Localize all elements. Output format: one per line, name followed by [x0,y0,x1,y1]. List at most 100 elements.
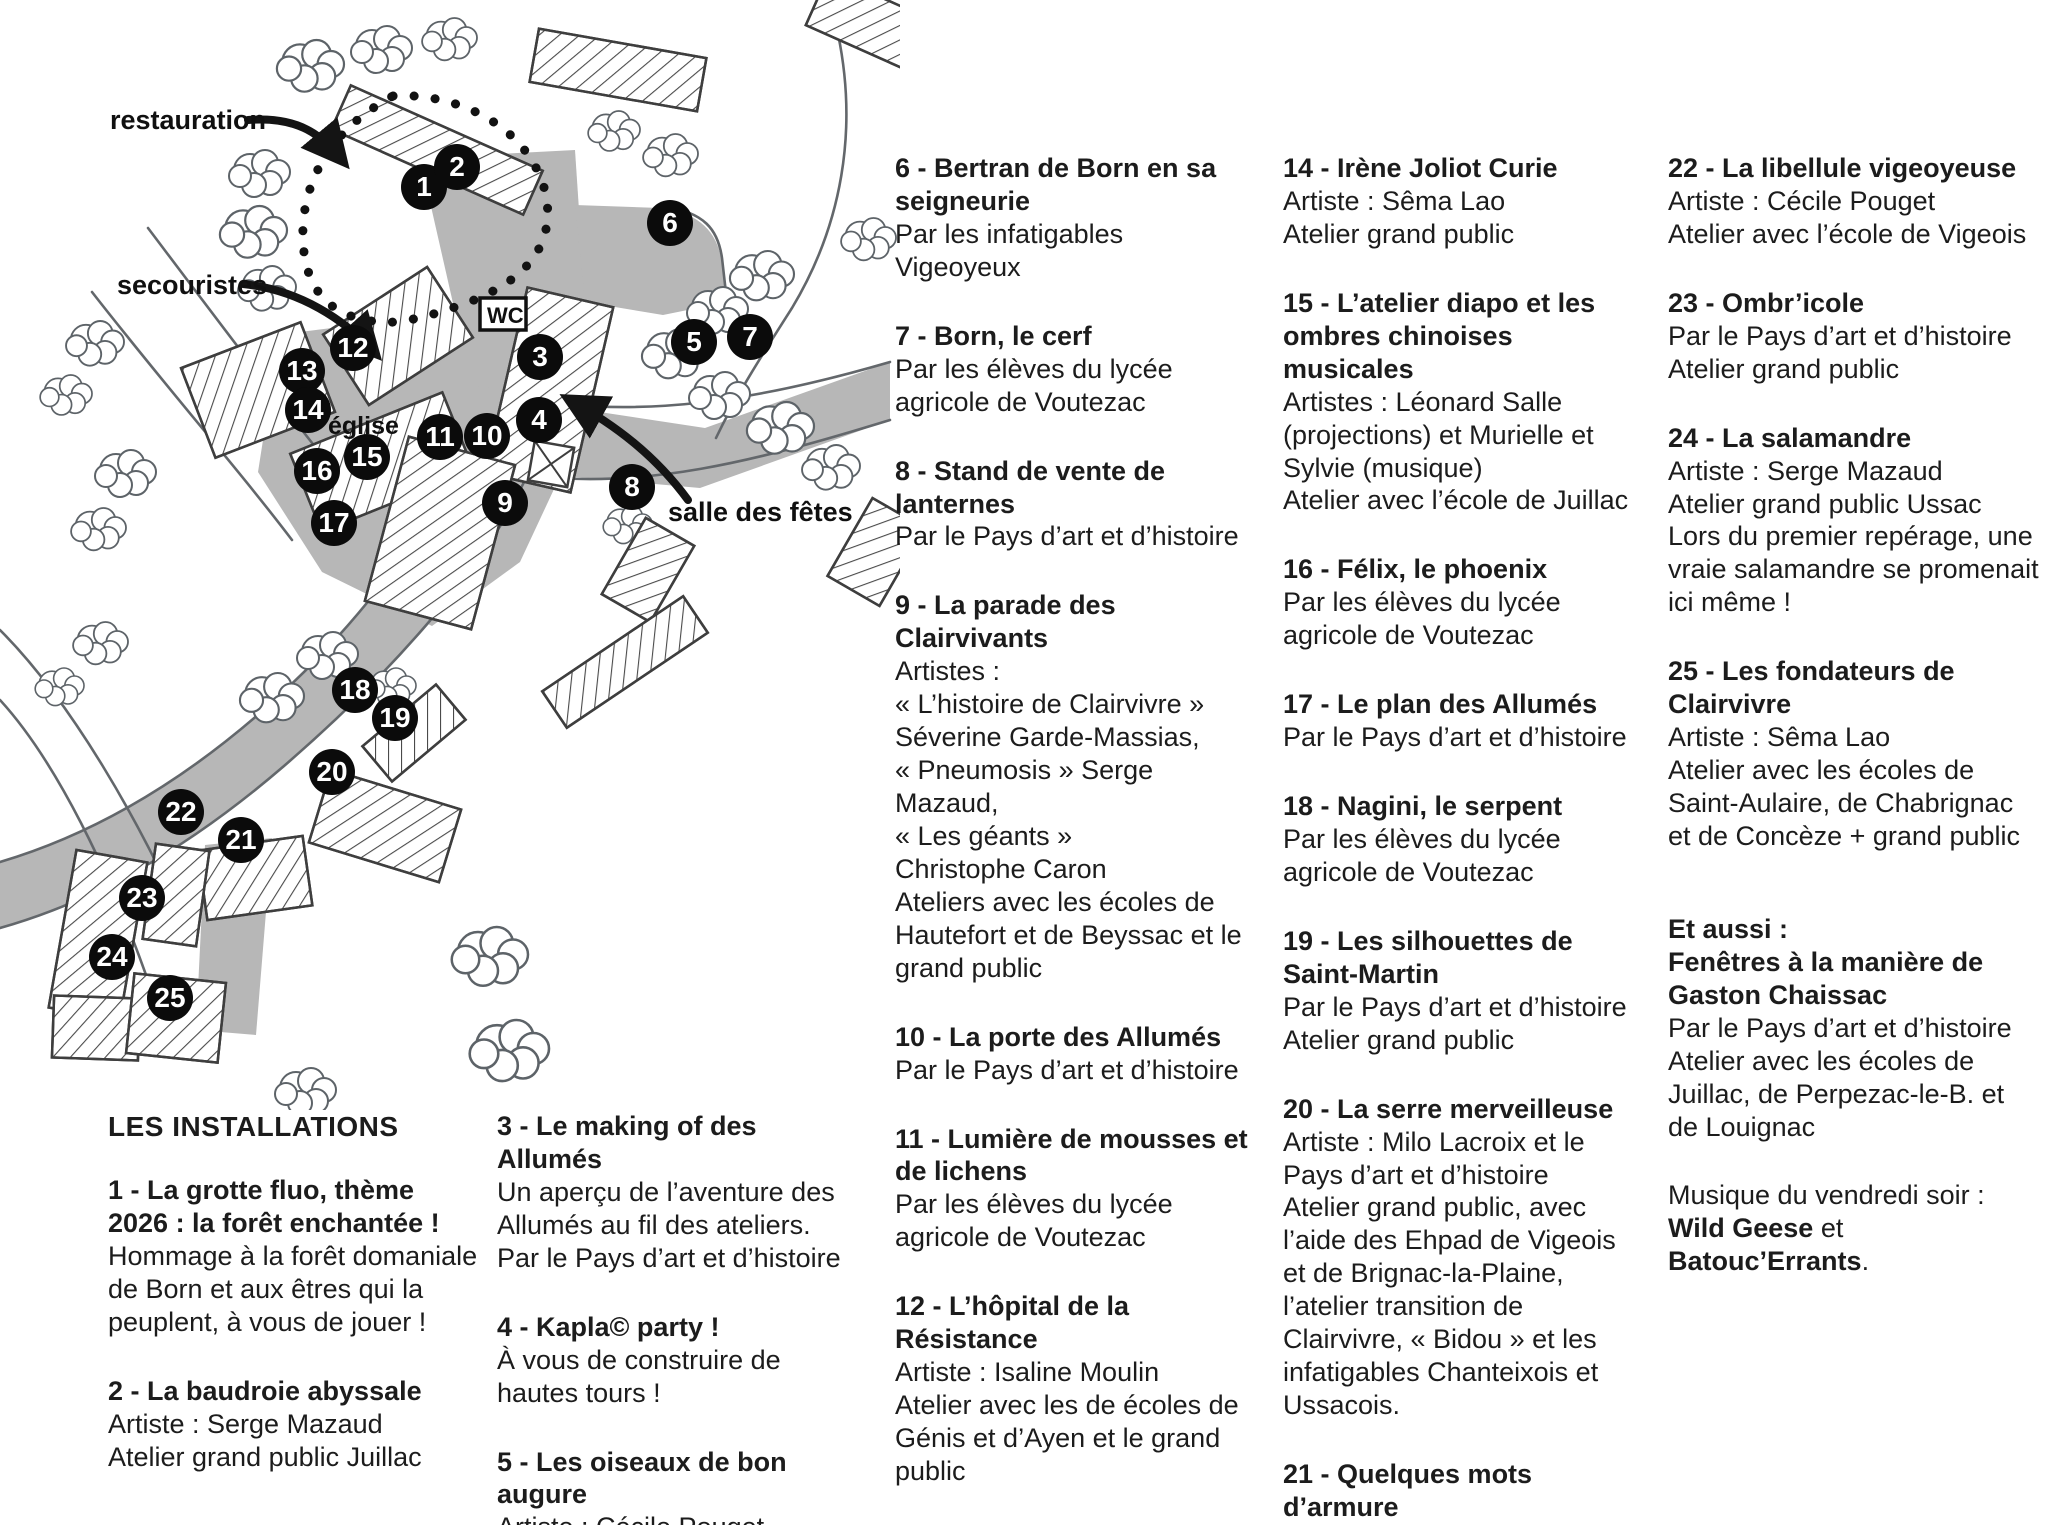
legend-item-line: « Pneumosis » Serge Mazaud, [895,755,1154,818]
kiosk-diamond [526,439,576,489]
wc-label: WC [487,303,524,328]
legend-item-title: 10 - La porte des Allumés [895,1021,1222,1052]
map-marker-2: 2 [434,144,480,190]
legend-item-title: 25 - Les fondateurs de Clairvivre [1668,656,1955,720]
map-marker-8: 8 [609,464,655,510]
legend-item-line: Hommage à la forêt domaniale de Born et … [108,1241,478,1337]
legend-item-title: 7 - Born, le cerf [895,320,1092,351]
legend-item-line: Par les élèves du lycée agricole de Vout… [1283,824,1561,887]
legend-item-title: Fenêtres à la manière de Gaston Chaissac [1668,946,1984,1010]
dotted-trail [298,91,553,327]
legend-item-title: 5 - Les oiseaux de bon augure [497,1446,787,1510]
legend-item-line: Atelier avec l’école de Vigeois [1668,218,2027,249]
legend-item-title: 19 - Les silhouettes de Saint-Martin [1283,925,1573,989]
legend-item-line: Artistes : [895,656,1001,687]
legend-item-title: 16 - Félix, le phoenix [1283,554,1548,585]
legend-item-title: 4 - Kapla© party ! [497,1311,720,1342]
map-marker-23: 23 [119,875,165,921]
map-marker-20: 20 [309,749,355,795]
legend-item-title: 9 - La parade des Clairvivants [895,590,1116,654]
legend-item-title: 14 - Irène Joliot Curie [1283,153,1558,183]
legend-item-line: Lors du premier repérage, une vraie sala… [1668,521,2039,618]
legend-item-line: Batouc’Errants. [1668,1246,1870,1277]
legend-item-title: 21 - Quelques mots d’armure [1283,1459,1533,1522]
legend-item-line: Par le Pays d’art et d’histoire [1668,320,2012,351]
legend-item-title: 12 - L’hôpital de la Résistance [895,1291,1130,1355]
legend-item-line: Artiste : Serge Mazaud [1668,455,1943,486]
map-marker-25: 25 [147,975,193,1021]
legend-item-line: Atelier avec l’école de Juillac [1283,485,1629,516]
legend-item-title: 20 - La serre merveilleuse [1283,1093,1614,1124]
legend-item-title: 24 - La salamandre [1668,422,1912,453]
legend-item-line: Artiste : Sêma Lao [1668,722,1891,753]
legend-item-line: Par le Pays d’art et d’histoire [895,521,1239,552]
legend-item-line: Atelier grand public [1283,218,1515,249]
legend-item: Et aussi :Fenêtres à la manière de Gasto… [1668,913,2040,1144]
legend-item-title: 11 - Lumière de mousses et de lichens [895,1123,1248,1187]
legend-item-line: Par les élèves du lycée agricole de Vout… [895,353,1173,417]
map-marker-15: 15 [344,434,390,480]
legend-item-title: 6 - Bertran de Born en sa seigneurie [895,153,1217,216]
legend-item: 15 - L’atelier diapo et les ombres chino… [1283,287,1645,518]
legend-item: 21 - Quelques mots d’armurePar le Pays d… [1283,1458,1645,1525]
map-label-restauration: restauration [110,105,266,135]
legend-item-title: 2 - La baudroie abyssale [108,1375,422,1406]
legend-item-line: Un aperçu de l’aventure des Allumés au f… [497,1176,835,1240]
legend-item-line: « L’histoire de Clairvivre » [895,689,1205,720]
map-marker-6: 6 [647,200,693,246]
legend-item-line: Wild Geese et [1668,1213,1844,1244]
legend-item-line: Ateliers avec les écoles de Hautefort et… [895,886,1242,983]
map-marker-17: 17 [311,500,357,546]
map-marker-24: 24 [89,934,135,980]
legend-item-line: Artiste : Isaline Moulin [895,1357,1160,1388]
legend-item: 5 - Les oiseaux de bon augureArtiste : C… [497,1446,865,1525]
legend-item-title: Et aussi : [1668,913,1789,944]
legend-item-title: 23 - Ombr’icole [1668,287,1865,318]
legend-item-line: Artistes : Léonard Salle (projections) e… [1283,386,1594,483]
legend-item-line: Par les élèves du lycée agricole de Vout… [1283,587,1561,651]
legend-item: 4 - Kapla© party !À vous de construire d… [497,1311,865,1410]
village-map: WC restauration secouristes église salle… [0,0,900,1110]
map-marker-19: 19 [372,695,418,741]
legend-item-line: Séverine Garde-Massias, [895,722,1200,753]
legend-item-line: Atelier grand public Juillac [108,1441,422,1472]
map-marker-5: 5 [671,319,717,365]
legend-item-line: Christophe Caron [895,853,1107,884]
map-marker-9: 9 [482,480,528,526]
legend-item-line: Artiste : Cécile Pouget [1668,185,1936,216]
map-marker-3: 3 [517,334,563,380]
legend-item-line: Musique du vendredi soir : [1668,1180,1985,1211]
legend-item-line: Par le Pays d’art et d’histoire [1283,722,1627,753]
map-marker-10: 10 [464,413,510,459]
legend-item-line: Par les infatigables Vigeoyeux [895,218,1124,282]
legend-item-line: Atelier grand public Ussac [1668,488,1982,519]
map-label-secouristes: secouristes [117,270,267,300]
legend-item-title: 18 - Nagini, le serpent [1283,791,1563,822]
map-marker-16: 16 [294,448,340,494]
map-marker-1: 1 [401,164,447,210]
legend-item-line: Atelier avec les écoles de Juillac, de P… [1668,1045,2005,1142]
map-marker-18: 18 [332,667,378,713]
map-marker-4: 4 [516,397,562,443]
legend-item-line: Par le Pays d’art et d’histoire [895,1054,1239,1085]
legend-item-title: 1 - La grotte fluo, thème 2026 : la forê… [108,1175,440,1239]
legend-item-line: Atelier avec les écoles de Saint-Aulaire… [1668,755,2020,851]
legend-item-line: Atelier avec les de écoles de Génis et d… [895,1390,1239,1486]
